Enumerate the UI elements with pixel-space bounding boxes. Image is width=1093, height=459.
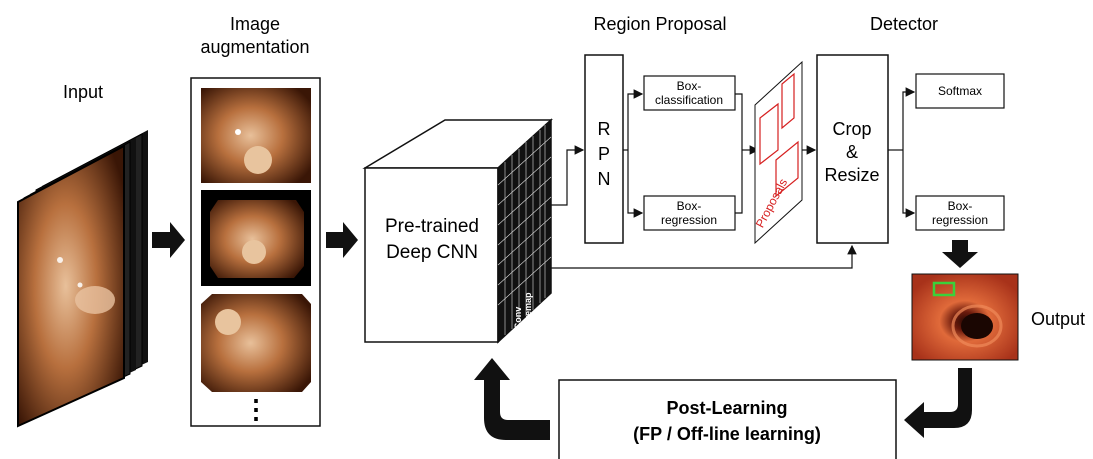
post-learning-line2: (FP / Off-line learning) xyxy=(633,424,821,444)
input-label: Input xyxy=(63,82,103,102)
connector-cls-merge xyxy=(735,93,743,150)
cnn-label-line1: Pre-trained xyxy=(385,216,479,237)
detector-box-regression-line2: regression xyxy=(932,213,988,227)
softmax-block xyxy=(915,73,1005,109)
post-learning-box xyxy=(558,379,897,459)
crop-resize-block xyxy=(816,54,889,244)
augmentation-label-line2: augmentation xyxy=(200,37,309,57)
detection-box xyxy=(932,281,956,297)
cnn-block xyxy=(362,118,553,344)
connector-cnn-rpn xyxy=(551,145,585,206)
curved-arrow-output xyxy=(904,368,972,438)
rpn-letter-r: R xyxy=(598,119,611,139)
softmax-label: Softmax xyxy=(938,84,982,98)
cnn-label-line2: Deep CNN xyxy=(386,242,478,263)
output-label: Output xyxy=(1031,309,1085,329)
box-regression-line1: Box- xyxy=(677,199,702,213)
crop-resize-line1: Crop xyxy=(832,119,871,139)
box-classification-line2: classification xyxy=(655,93,723,107)
detector-box-regression-block xyxy=(915,195,1005,231)
augmentation-label-line1: Image xyxy=(230,14,280,34)
connector-rpn-reg xyxy=(627,150,644,218)
rpn-letter-n: N xyxy=(598,169,611,189)
rpn-block xyxy=(584,54,624,244)
output-image xyxy=(911,273,1019,361)
ellipsis-icon: ⋮ xyxy=(243,394,269,424)
featuremap-label-line2: Featuremap xyxy=(523,292,533,344)
featuremap-label-line1: Conv xyxy=(513,307,523,330)
thick-arrow-down xyxy=(942,240,978,268)
crop-resize-line2: & xyxy=(846,142,858,162)
connector-detector-softmax xyxy=(902,87,916,150)
box-regression-line2: regression xyxy=(661,213,717,227)
curved-arrow-feedback xyxy=(474,358,550,440)
connector-detector-boxreg xyxy=(902,150,916,218)
box-classification-line1: Box- xyxy=(677,79,702,93)
rpn-letter-p: P xyxy=(598,144,610,164)
augmented-image-3 xyxy=(201,294,311,392)
featuremap-label: Conv Featuremap xyxy=(513,292,533,344)
crop-resize-line3: Resize xyxy=(824,165,879,185)
box-classification-block xyxy=(643,75,736,111)
post-learning-line1: Post-Learning xyxy=(666,398,787,418)
region-proposal-title: Region Proposal xyxy=(593,14,726,34)
connector-reg-merge xyxy=(735,150,743,214)
connector-rpn-cls xyxy=(627,89,644,150)
detector-title: Detector xyxy=(870,14,938,34)
thick-arrow-2 xyxy=(326,222,358,258)
proposals-panel xyxy=(754,60,803,245)
augmented-image-1 xyxy=(201,88,311,183)
detector-box-regression-line1: Box- xyxy=(948,199,973,213)
input-image-stack xyxy=(17,130,148,428)
augmented-image-2 xyxy=(201,190,311,286)
thick-arrow-1 xyxy=(152,222,185,258)
connector-featuremap-detector xyxy=(551,244,857,269)
